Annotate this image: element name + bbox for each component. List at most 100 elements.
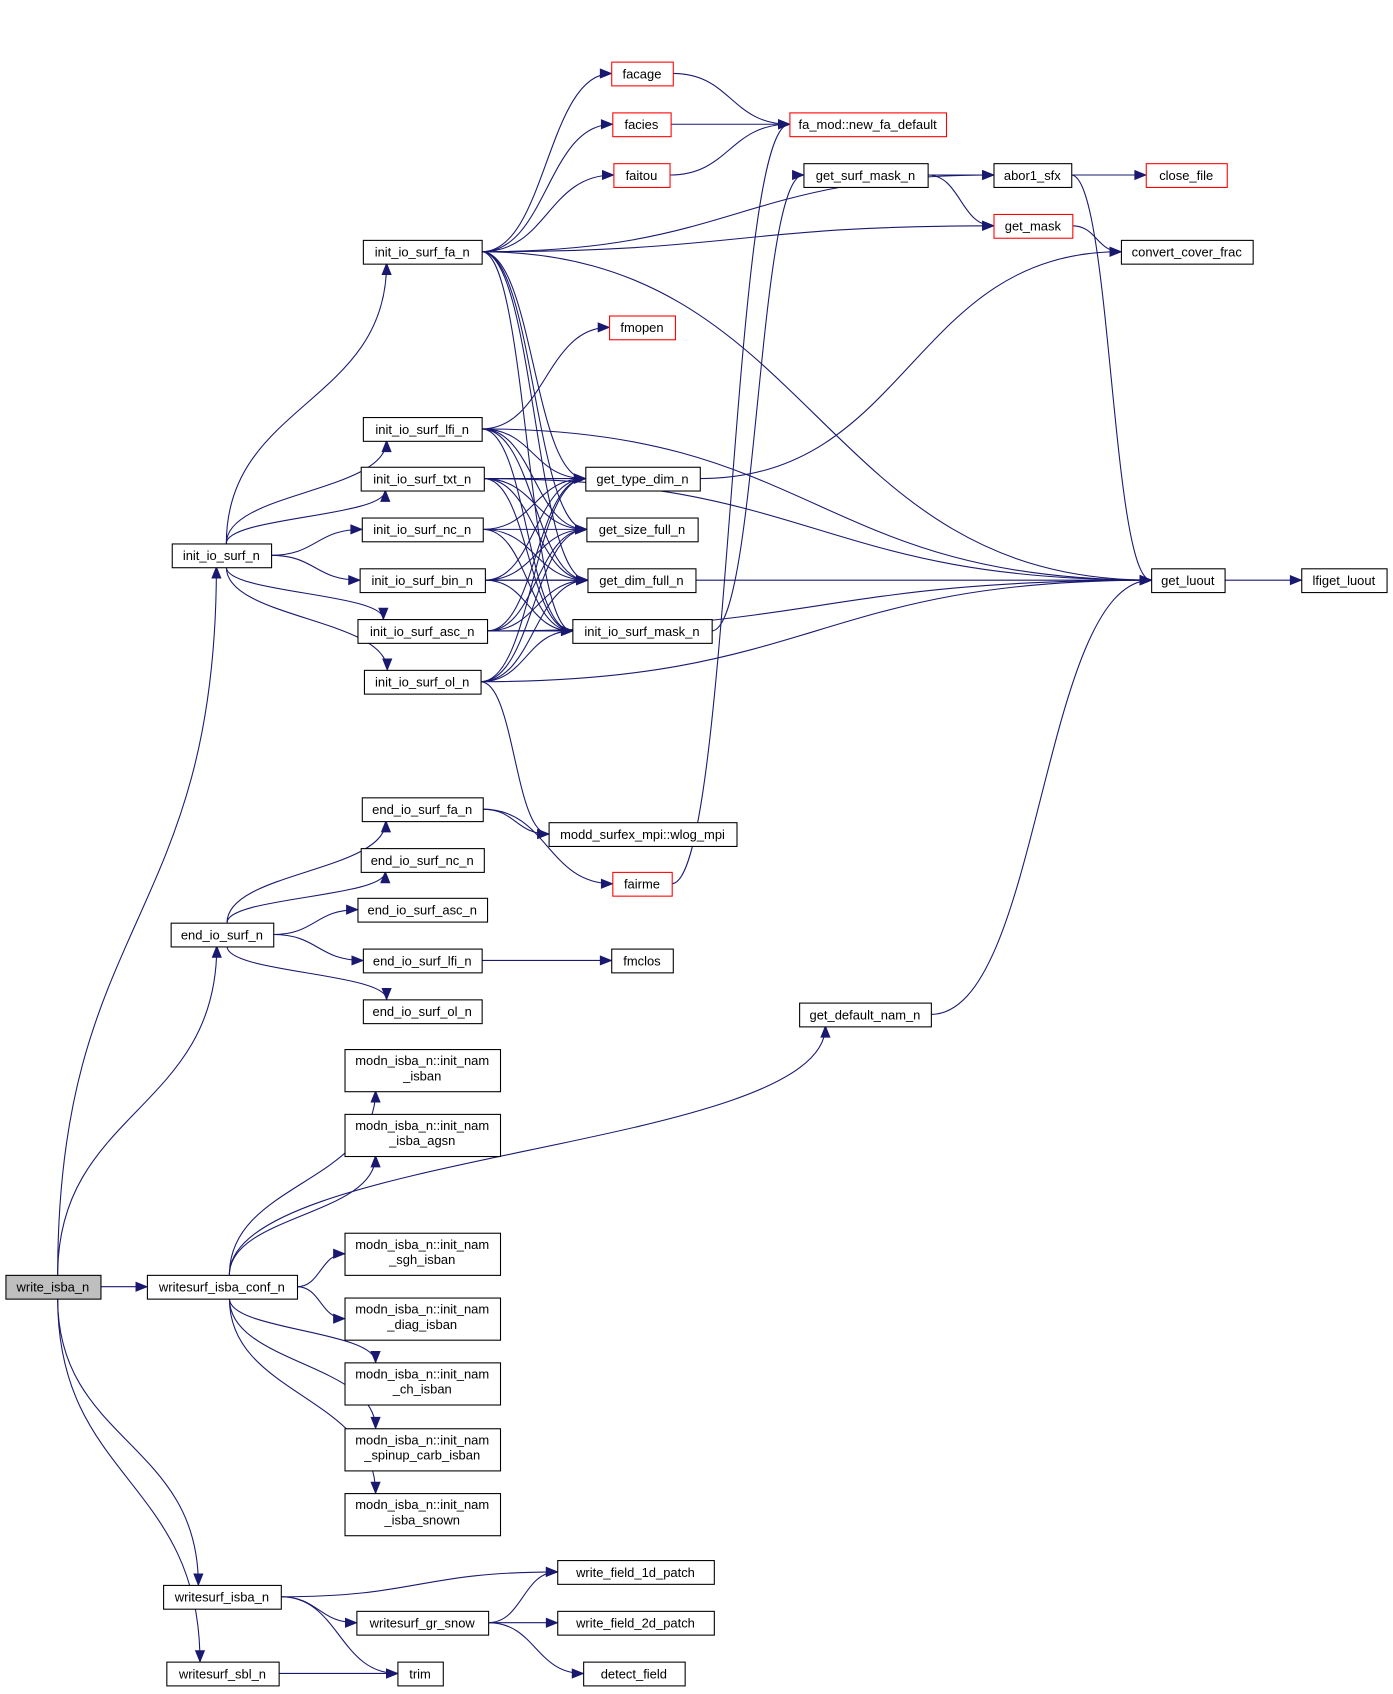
node-end-io-surf-nc-n[interactable]: end_io_surf_nc_n [360, 848, 485, 873]
node-trim[interactable]: trim [397, 1661, 444, 1687]
node-end-io-surf-n[interactable]: end_io_surf_n [170, 922, 275, 948]
node-box[interactable] [397, 1661, 444, 1687]
node-end-io-surf-fa-n[interactable]: end_io_surf_fa_n [361, 797, 484, 823]
node-box[interactable] [171, 543, 273, 569]
node-get-luout[interactable]: get_luout [1151, 568, 1226, 594]
node-box[interactable] [344, 1362, 502, 1406]
node-box[interactable] [1120, 239, 1254, 265]
node-get-type-dim-n[interactable]: get_type_dim_n [585, 466, 701, 492]
node-box[interactable] [1151, 568, 1226, 594]
node-init-io-surf-ol-n[interactable]: init_io_surf_ol_n [363, 669, 482, 695]
node-box[interactable] [586, 517, 699, 543]
node-box[interactable] [612, 871, 673, 897]
node-box[interactable] [360, 466, 485, 492]
node-box[interactable] [585, 466, 701, 492]
node-box[interactable] [803, 163, 929, 188]
node-init-io-surf-bin-n[interactable]: init_io_surf_bin_n [359, 568, 486, 594]
node-box[interactable] [146, 1274, 299, 1300]
node-box[interactable] [344, 1428, 502, 1472]
node-faitou[interactable]: faitou [613, 163, 671, 188]
node-box[interactable] [609, 315, 676, 341]
node-init-io-surf-asc-n[interactable]: init_io_surf_asc_n [357, 619, 489, 644]
node-end-io-surf-lfi-n[interactable]: end_io_surf_lfi_n [362, 948, 483, 974]
node-init-nam-ch-isban[interactable]: modn_isba_n::init_nam_ch_isban [344, 1362, 502, 1406]
node-facage[interactable]: facage [611, 61, 674, 87]
node-box[interactable] [360, 848, 485, 873]
node-get-default-nam-n[interactable]: get_default_nam_n [799, 1002, 932, 1028]
node-write-isba-n[interactable]: write_isba_n [5, 1274, 102, 1300]
node-end-io-surf-ol-n[interactable]: end_io_surf_ol_n [362, 999, 483, 1025]
node-lfiget-luout[interactable]: lfiget_luout [1301, 568, 1388, 594]
node-abor1-sfx[interactable]: abor1_sfx [993, 163, 1073, 188]
node-box[interactable] [557, 1560, 715, 1585]
node-detect-field[interactable]: detect_field [583, 1661, 686, 1687]
node-init-nam-diag-isban[interactable]: modn_isba_n::init_nam_diag_isban [344, 1297, 502, 1341]
node-box[interactable] [5, 1274, 102, 1300]
node-write-field-1d-patch[interactable]: write_field_1d_patch [557, 1560, 715, 1585]
node-box[interactable] [993, 213, 1074, 239]
node-box[interactable] [1145, 163, 1228, 188]
node-box[interactable] [611, 948, 674, 974]
node-writesurf-sbl-n[interactable]: writesurf_sbl_n [166, 1661, 280, 1687]
node-writesurf-isba-conf-n[interactable]: writesurf_isba_conf_n [146, 1274, 299, 1300]
node-init-io-surf-n[interactable]: init_io_surf_n [171, 543, 273, 569]
node-fairme[interactable]: fairme [612, 871, 673, 897]
node-box[interactable] [612, 112, 672, 138]
node-box[interactable] [1301, 568, 1388, 594]
node-write-field-2d-patch[interactable]: write_field_2d_patch [557, 1610, 715, 1636]
node-box[interactable] [799, 1002, 932, 1028]
node-box[interactable] [361, 517, 484, 543]
node-init-io-surf-txt-n[interactable]: init_io_surf_txt_n [360, 466, 485, 492]
node-convert-cover-frac[interactable]: convert_cover_frac [1120, 239, 1254, 265]
node-box[interactable] [166, 1661, 280, 1687]
node-box[interactable] [357, 619, 489, 644]
node-box[interactable] [363, 669, 482, 695]
node-box[interactable] [356, 1610, 490, 1636]
node-box[interactable] [344, 1232, 502, 1276]
node-writesurf-gr-snow[interactable]: writesurf_gr_snow [356, 1610, 490, 1636]
node-init-nam-spinup-carb-isban[interactable]: modn_isba_n::init_nam_spinup_carb_isban [344, 1428, 502, 1472]
node-writesurf-isba-n[interactable]: writesurf_isba_n [163, 1584, 282, 1610]
node-init-io-surf-fa-n[interactable]: init_io_surf_fa_n [362, 239, 483, 265]
node-end-io-surf-asc-n[interactable]: end_io_surf_asc_n [357, 897, 489, 923]
node-get-mask[interactable]: get_mask [993, 213, 1074, 239]
node-box[interactable] [548, 822, 738, 847]
node-close-file[interactable]: close_file [1145, 163, 1228, 188]
node-box[interactable] [344, 1049, 502, 1093]
node-box[interactable] [362, 239, 483, 265]
node-box[interactable] [789, 112, 948, 138]
node-box[interactable] [359, 568, 486, 594]
node-box[interactable] [163, 1584, 282, 1610]
node-init-io-surf-nc-n[interactable]: init_io_surf_nc_n [361, 517, 484, 543]
node-get-size-full-n[interactable]: get_size_full_n [586, 517, 699, 543]
node-box[interactable] [557, 1610, 715, 1636]
node-new-fa-default[interactable]: fa_mod::new_fa_default [789, 112, 948, 138]
node-init-io-surf-mask-n[interactable]: init_io_surf_mask_n [572, 619, 713, 644]
node-init-nam-isba-snown[interactable]: modn_isba_n::init_nam_isba_snown [344, 1493, 502, 1537]
node-box[interactable] [362, 417, 483, 442]
node-fmclos[interactable]: fmclos [611, 948, 674, 974]
node-get-surf-mask-n[interactable]: get_surf_mask_n [803, 163, 929, 188]
node-get-dim-full-n[interactable]: get_dim_full_n [587, 568, 697, 594]
node-init-io-surf-lfi-n[interactable]: init_io_surf_lfi_n [362, 417, 483, 442]
node-box[interactable] [993, 163, 1073, 188]
node-box[interactable] [583, 1661, 686, 1687]
node-box[interactable] [587, 568, 697, 594]
node-box[interactable] [611, 61, 674, 87]
node-init-nam-isban[interactable]: modn_isba_n::init_nam_isban [344, 1049, 502, 1093]
node-box[interactable] [361, 797, 484, 823]
node-box[interactable] [170, 922, 275, 948]
node-init-nam-sgh-isban[interactable]: modn_isba_n::init_nam_sgh_isban [344, 1232, 502, 1276]
node-box[interactable] [344, 1297, 502, 1341]
node-box[interactable] [344, 1113, 502, 1158]
node-facies[interactable]: facies [612, 112, 672, 138]
node-box[interactable] [362, 999, 483, 1025]
node-init-nam-isba-agsn[interactable]: modn_isba_n::init_nam_isba_agsn [344, 1113, 502, 1158]
node-wlog-mpi[interactable]: modd_surfex_mpi::wlog_mpi [548, 822, 738, 847]
node-box[interactable] [357, 897, 489, 923]
node-box[interactable] [613, 163, 671, 188]
node-box[interactable] [362, 948, 483, 974]
node-box[interactable] [344, 1493, 502, 1537]
node-box[interactable] [572, 619, 713, 644]
node-fmopen[interactable]: fmopen [609, 315, 676, 341]
